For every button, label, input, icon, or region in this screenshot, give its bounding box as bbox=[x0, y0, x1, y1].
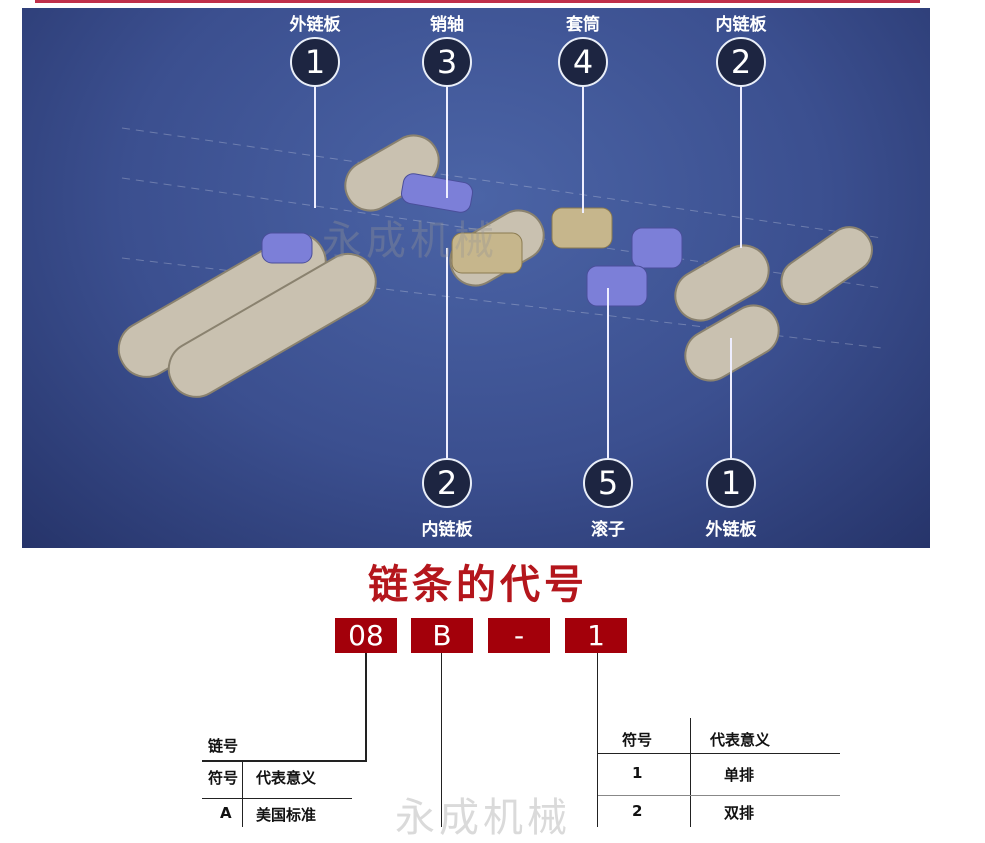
callout-label-outer-plate: 外链板 bbox=[289, 15, 341, 35]
leader-line bbox=[597, 653, 598, 827]
callout-number: 4 bbox=[558, 37, 608, 87]
section-title: 链条的代号 bbox=[368, 562, 588, 608]
divider bbox=[202, 760, 367, 762]
chain-exploded-diagram: 永成机械 外链板 1 销轴 3 套筒 4 内链板 2 2 内链板 5 滚子 1 … bbox=[22, 8, 930, 548]
leader-line bbox=[365, 653, 367, 761]
callout-number: 2 bbox=[422, 458, 472, 508]
left-table-header: 代表意义 bbox=[256, 769, 317, 787]
callout-label-bushing: 套筒 bbox=[566, 15, 600, 35]
callout-number: 2 bbox=[716, 37, 766, 87]
divider bbox=[598, 753, 840, 754]
right-table-cell: 单排 bbox=[724, 766, 755, 784]
callout-label-pin: 销轴 bbox=[430, 15, 464, 35]
right-table-cell: 双排 bbox=[724, 804, 755, 822]
code-part-separator: - bbox=[488, 618, 550, 653]
left-table-caption: 链号 bbox=[208, 737, 239, 755]
leader-line bbox=[441, 653, 442, 827]
watermark: 永成机械 bbox=[395, 795, 571, 841]
callout-number: 1 bbox=[290, 37, 340, 87]
callout-label-roller: 滚子 bbox=[591, 520, 625, 540]
right-table-cell: 2 bbox=[632, 802, 643, 820]
divider bbox=[690, 718, 691, 827]
left-table-header: 符号 bbox=[208, 769, 239, 787]
callout-number: 3 bbox=[422, 37, 472, 87]
callout-number: 5 bbox=[583, 458, 633, 508]
code-part-chain-number: 08 bbox=[335, 618, 397, 653]
left-table-cell: A bbox=[220, 804, 232, 822]
divider bbox=[202, 798, 352, 799]
top-divider bbox=[35, 0, 920, 3]
divider bbox=[598, 795, 840, 796]
callout-label-inner-plate: 内链板 bbox=[715, 15, 767, 35]
divider bbox=[242, 761, 243, 827]
callout-label-outer-plate: 外链板 bbox=[705, 520, 757, 540]
code-part-rows: 1 bbox=[565, 618, 627, 653]
right-table-cell: 1 bbox=[632, 764, 643, 782]
left-table-cell: 美国标准 bbox=[256, 806, 317, 824]
chain-illustration bbox=[117, 85, 883, 460]
callout-number: 1 bbox=[706, 458, 756, 508]
callout-label-inner-plate: 内链板 bbox=[421, 520, 473, 540]
watermark: 永成机械 bbox=[322, 218, 498, 264]
right-table-header: 符号 bbox=[622, 731, 653, 749]
code-part-standard: B bbox=[411, 618, 473, 653]
right-table-header: 代表意义 bbox=[710, 731, 771, 749]
